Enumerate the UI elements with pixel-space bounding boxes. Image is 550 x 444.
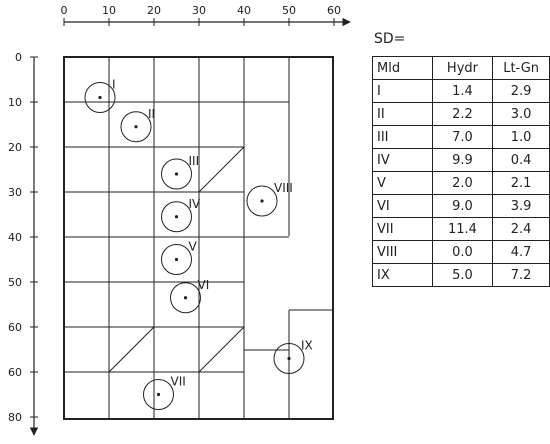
table-cell: IX	[372, 263, 433, 287]
table-header: Hydr	[431, 56, 494, 80]
site-label: VI	[198, 278, 210, 292]
table-cell: 0.0	[431, 240, 494, 264]
y-axis-ticks: 0 10 20 30 40 50 60 60 80	[8, 51, 38, 424]
table-header-row: Mld Hydr Lt-Gn	[372, 56, 550, 80]
x-tick-label: 10	[102, 4, 116, 17]
table-cell: 2.4	[492, 217, 550, 241]
table-cell: 2.9	[492, 79, 550, 103]
table-cell: 9.0	[431, 194, 494, 218]
site-label: VII	[171, 375, 186, 389]
y-tick-label: 30	[8, 186, 22, 199]
x-tick-label: 20	[147, 4, 161, 17]
table-cell: 5.0	[431, 263, 494, 287]
site-label: V	[189, 240, 198, 254]
table-header: Mld	[372, 56, 433, 80]
x-tick-label: 60	[327, 4, 341, 17]
x-tick-label: 0	[61, 4, 68, 17]
diagonal-line	[198, 326, 245, 373]
table-cell: 11.4	[431, 217, 494, 241]
site-point	[260, 199, 264, 203]
site-circle	[161, 158, 192, 190]
site-circle	[170, 282, 201, 314]
site-point	[174, 172, 179, 176]
table-cell: 0.4	[492, 148, 550, 172]
y-tick-label: 0	[15, 51, 22, 64]
table-cell: 1.0	[492, 125, 550, 149]
y-tick-label: 60	[8, 321, 22, 334]
table-cell: 1.4	[431, 79, 494, 103]
site-point	[98, 95, 102, 100]
table-cell: 2.2	[431, 102, 494, 126]
x-tick-label: 40	[237, 4, 251, 17]
site-circle	[143, 379, 174, 410]
site-point	[156, 392, 161, 397]
site-label: II	[148, 107, 155, 121]
site-circle	[120, 111, 152, 143]
table-cell: IV	[372, 148, 433, 172]
x-tick-label: 50	[282, 4, 296, 17]
table-header: Lt-Gn	[492, 56, 550, 80]
grid	[63, 56, 334, 420]
table-cell: 2.1	[492, 171, 550, 195]
site-point	[183, 296, 188, 300]
y-tick-label: 10	[8, 96, 22, 109]
x-tick-label: 30	[192, 4, 206, 17]
site-point	[134, 125, 138, 129]
table-cell: 3.0	[492, 102, 550, 126]
y-tick-label: 60	[8, 366, 22, 379]
table-cell: III	[372, 125, 433, 149]
x-axis-ticks: 0 10 20 30 40 50 60	[61, 4, 341, 26]
diagonal-line	[198, 146, 245, 193]
table-cell: 2.0	[431, 171, 494, 195]
site-point	[287, 356, 291, 361]
table-cell: VIII	[372, 240, 433, 264]
table-cell: 4.7	[492, 240, 550, 264]
table-cell: 3.9	[492, 194, 550, 218]
table-cell: I	[372, 79, 433, 103]
site-point	[174, 215, 179, 219]
site-label: VIII	[274, 181, 293, 195]
diagonal-line	[108, 326, 155, 373]
site-circle	[161, 244, 192, 275]
site-circle	[84, 82, 116, 113]
site-label: IV	[189, 197, 202, 211]
table-cell: VII	[372, 217, 433, 241]
y-tick-label: 20	[8, 141, 22, 154]
y-tick-label: 40	[8, 231, 22, 244]
site-circle	[273, 343, 305, 374]
y-tick-label: 80	[8, 411, 22, 424]
site-label: IX	[301, 339, 313, 353]
table-cell: 7.0	[431, 125, 494, 149]
sd-label: SD=	[374, 31, 406, 47]
site-label: I	[112, 78, 116, 92]
site-circle	[246, 185, 278, 217]
site-label: III	[189, 154, 200, 168]
table-cell: II	[372, 102, 433, 126]
table-cell: 9.9	[431, 148, 494, 172]
site-circle	[161, 201, 192, 233]
table-cell: VI	[372, 194, 433, 218]
site-point	[174, 257, 179, 262]
y-tick-label: 50	[8, 276, 22, 289]
table-cell: 7.2	[492, 263, 550, 287]
table-cell: V	[372, 171, 433, 195]
